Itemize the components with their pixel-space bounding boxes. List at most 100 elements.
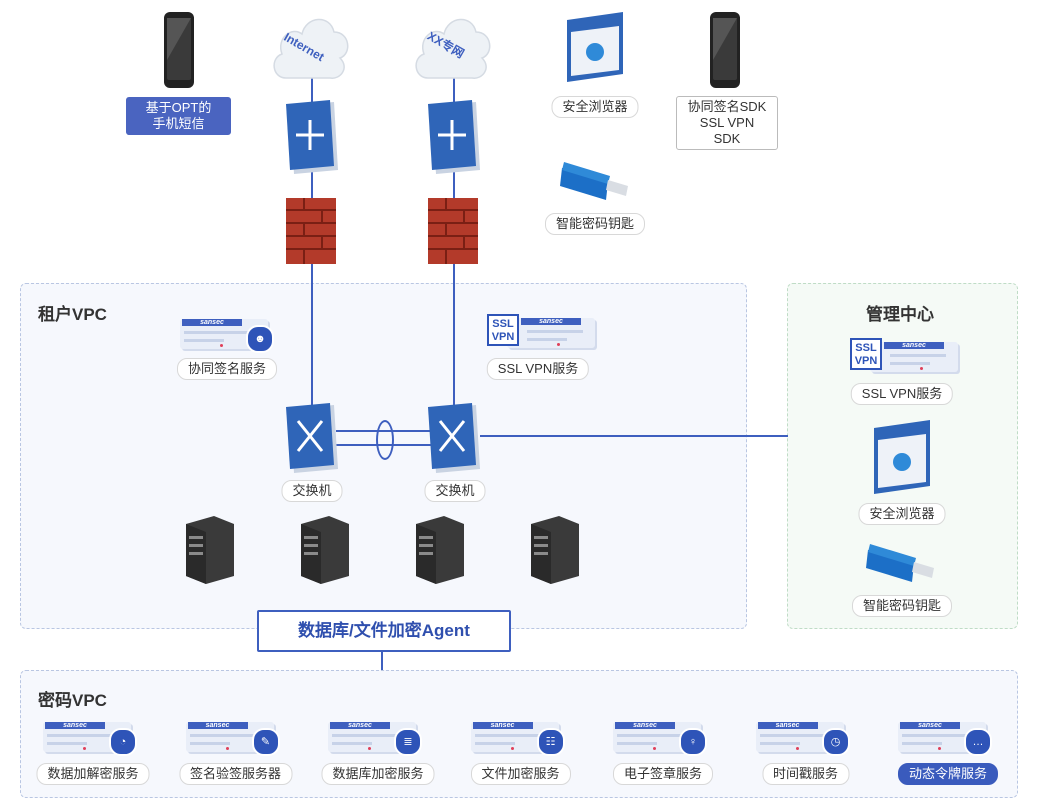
crypto-vpc-title: 密码VPC bbox=[38, 691, 107, 710]
sdk-label: 协同签名SDK SSL VPN SDK bbox=[676, 96, 778, 150]
crypto-service-label: 文件加密服务 bbox=[470, 763, 571, 785]
switch1-label: 交换机 bbox=[281, 480, 343, 502]
ssl-text: SSL bbox=[855, 342, 877, 354]
tenant-vpc-title: 租户VPC bbox=[38, 305, 107, 324]
sdk-label-line2: SSL VPN SDK bbox=[699, 115, 755, 146]
brand-label: sansec bbox=[521, 318, 581, 325]
crypto-service-server: sansec◷ bbox=[755, 718, 856, 756]
crypto-service-server: sansec ≣ bbox=[328, 718, 428, 756]
server-panel-line bbox=[759, 742, 800, 745]
brand-label: sansec bbox=[472, 722, 533, 729]
brand-label: sansec bbox=[884, 342, 944, 349]
ssl-text: SSL bbox=[492, 318, 514, 330]
signature-icon: ✎ bbox=[251, 728, 280, 756]
ssl-vpn-badge: SSL VPN bbox=[487, 314, 519, 346]
status-led bbox=[557, 343, 560, 346]
status-led bbox=[368, 747, 371, 750]
status-led bbox=[795, 747, 799, 750]
usb-key-icon bbox=[560, 162, 628, 200]
status-led bbox=[225, 747, 229, 750]
server-panel-line bbox=[184, 331, 254, 334]
status-led bbox=[83, 747, 86, 750]
sdk-label-line1: 协同签名SDK bbox=[687, 99, 767, 114]
brand-label: sansec bbox=[757, 722, 818, 729]
server-panel-line bbox=[617, 742, 657, 745]
mgmt-link bbox=[480, 435, 788, 437]
crypto-service-label: 数据加解密服务 bbox=[36, 763, 150, 785]
internet-cloud-icon bbox=[273, 18, 349, 79]
status-led bbox=[920, 367, 923, 370]
server-panel-line bbox=[902, 734, 972, 737]
agent-crypto-line bbox=[381, 648, 383, 670]
status-led bbox=[510, 747, 514, 750]
sslvpn-service-label: SSL VPN服务 bbox=[486, 358, 590, 380]
server-body: sansec bbox=[470, 722, 559, 752]
cosign-badge-icon: ☻ bbox=[246, 325, 274, 353]
file-icon: ☷ bbox=[536, 728, 565, 756]
status-led bbox=[938, 747, 941, 750]
browser-icon bbox=[567, 12, 623, 82]
server-panel-line bbox=[527, 338, 567, 341]
mgmt-center-title: 管理中心 bbox=[866, 305, 934, 324]
brand-label: sansec bbox=[330, 722, 390, 729]
crypto-service-label: 动态令牌服务 bbox=[897, 763, 999, 785]
mgmt-sslvpn-label: SSL VPN服务 bbox=[850, 383, 954, 405]
phone-icon bbox=[164, 12, 194, 88]
link-aggregation-ellipse bbox=[376, 420, 394, 460]
switch2-label: 交换机 bbox=[424, 480, 486, 502]
phone-label-line2: 手机短信 bbox=[152, 116, 205, 131]
crypto-service-server: sansec ♀ bbox=[613, 718, 713, 756]
brand-label: sansec bbox=[45, 722, 105, 729]
brand-label: sansec bbox=[182, 319, 242, 326]
mgmt-usb-key-icon bbox=[866, 544, 934, 582]
database-icon: ≣ bbox=[394, 728, 422, 756]
crypto-service-label: 数据库加密服务 bbox=[321, 763, 435, 785]
server-panel-line bbox=[47, 742, 87, 745]
brand-label: sansec bbox=[900, 722, 960, 729]
mgmt-browser-label: 安全浏览器 bbox=[858, 503, 946, 525]
mgmt-usbkey-label: 智能密码钥匙 bbox=[851, 595, 953, 617]
stamp-icon: ♀ bbox=[679, 728, 707, 756]
server-panel-line bbox=[617, 734, 687, 737]
server-panel-line bbox=[47, 734, 117, 737]
server-panel-line bbox=[902, 742, 942, 745]
switch-icon bbox=[286, 403, 338, 473]
top-usbkey-label: 智能密码钥匙 bbox=[544, 213, 646, 235]
crypto-service-label: 签名验签服务器 bbox=[178, 763, 293, 785]
firewall-icon bbox=[286, 198, 336, 264]
server-panel-line bbox=[189, 734, 260, 737]
pie-chart-icon: ◔ bbox=[109, 728, 137, 756]
mgmt-sslvpn-server: sansec SSL VPN bbox=[850, 338, 958, 376]
top-browser-label: 安全浏览器 bbox=[551, 96, 639, 118]
crypto-service-label: 时间戳服务 bbox=[761, 763, 850, 785]
status-led bbox=[653, 747, 656, 750]
rack-server-icon bbox=[186, 516, 234, 584]
brand-label: sansec bbox=[187, 722, 248, 729]
firewall-icon-2 bbox=[428, 198, 478, 264]
mgmt-browser-icon bbox=[874, 420, 930, 494]
server-panel-line bbox=[332, 734, 402, 737]
server-panel-line bbox=[890, 354, 946, 357]
crypto-service-label: 电子签章服务 bbox=[612, 763, 714, 785]
cosign-service-label: 协同签名服务 bbox=[176, 358, 278, 380]
crypto-service-server: sansec… bbox=[898, 718, 998, 756]
brand-label: sansec bbox=[615, 722, 675, 729]
db-file-encryption-agent: 数据库/文件加密Agent bbox=[257, 610, 511, 652]
server-panel-line bbox=[184, 339, 224, 342]
vpn-text: VPN bbox=[854, 355, 878, 367]
server-panel-line bbox=[527, 330, 583, 333]
server-body: sansec bbox=[507, 318, 595, 348]
crypto-service-server: sansec☷ bbox=[470, 718, 571, 756]
rack-server-icon-4 bbox=[531, 516, 579, 584]
phone-sms-label: 基于OPT的 手机短信 bbox=[126, 97, 231, 135]
rack-server-icon-2 bbox=[301, 516, 349, 584]
server-panel-line bbox=[759, 734, 830, 737]
router-icon bbox=[286, 100, 338, 174]
router-icon-2 bbox=[428, 100, 480, 174]
status-led bbox=[220, 344, 223, 347]
crypto-service-server: sansec✎ bbox=[185, 718, 286, 756]
server-panel-line bbox=[189, 742, 230, 745]
server-body: sansec bbox=[870, 342, 958, 372]
phone-icon-2 bbox=[710, 12, 740, 88]
cosign-server: sansec ☻ bbox=[180, 315, 280, 353]
